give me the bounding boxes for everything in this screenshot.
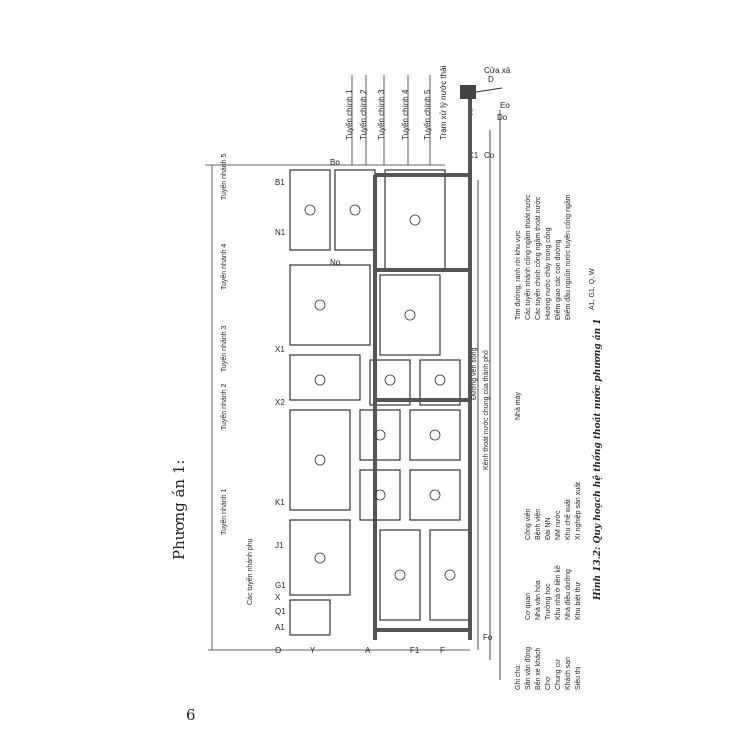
symbol-3: Các tuyến chính cống ngầm thoát nước xyxy=(533,196,542,320)
main-5-label: Tuyến chính 5 xyxy=(423,89,432,140)
branch-4-label: Tuyến nhánh 4 xyxy=(219,243,228,290)
grid-X: X xyxy=(275,593,281,602)
grid-A1: A1 xyxy=(275,623,285,632)
canal-label: Kênh thoát nước chung của thành phố xyxy=(481,350,490,470)
legend-2-6: Khu biệt thự xyxy=(575,582,582,620)
legend-3-4: NM nước xyxy=(555,510,562,540)
grid-Eo: Eo xyxy=(500,101,510,110)
legend-3-3: Đài NN xyxy=(545,517,552,540)
legend-1-5: Khách sạn xyxy=(565,657,572,690)
grid-Bo: Bo xyxy=(330,158,340,167)
grid-No: No xyxy=(330,258,341,267)
symbol-6: Điểm đầu nguồn nước tuyến cống ngầm xyxy=(563,194,572,320)
legend-3-1: Công viên xyxy=(525,508,532,540)
treatment-plant-label: Trạm xử lý nước thải xyxy=(439,65,448,140)
legend-1-2: Bến xe khách xyxy=(533,647,542,690)
legend-2-3: Trường học xyxy=(545,583,552,620)
legend-2-4: Khu nhà ở liền kề xyxy=(553,565,562,620)
grid-X2: X2 xyxy=(275,398,285,407)
dimension-lines xyxy=(205,164,470,651)
block-numbers xyxy=(304,204,456,581)
figure-caption: Hình 13.2: Quy hoạch hệ thống thoát nước… xyxy=(591,318,603,601)
legend-title: Ghi chú: xyxy=(515,664,522,690)
legend: Ghi chú: Sân vận động Bến xe khách Chợ C… xyxy=(515,482,582,690)
symbol-codes: A1, G1, Q, W xyxy=(589,268,596,310)
legend-1-6: Siêu thị xyxy=(575,666,582,690)
legend-2-1: Cơ quan xyxy=(525,593,532,620)
outfall-label: Cửa xả xyxy=(484,66,511,75)
grid-X1: X1 xyxy=(275,345,285,354)
secondary-labels: Tuyến nhánh 5 Tuyến nhánh 4 Tuyến nhánh … xyxy=(219,153,254,605)
branch-1-label: Tuyến nhánh 1 xyxy=(219,488,228,535)
grid-Co: Co xyxy=(484,151,495,160)
river-road-label: Đường ven sông xyxy=(471,347,478,400)
river-labels: Kênh thoát nước chung của thành phố Đườn… xyxy=(471,347,522,470)
grid-F: F xyxy=(440,646,445,655)
legend-2-5: Nhà điều dưỡng xyxy=(563,569,572,620)
grid-N1: N1 xyxy=(275,228,286,237)
branch-3-label: Tuyến nhánh 3 xyxy=(219,325,228,372)
legend-3-6: Xí nghiệp sản xuất xyxy=(573,482,582,540)
grid-B1: B1 xyxy=(275,178,285,187)
main-4-label: Tuyến chính 4 xyxy=(401,89,410,140)
city-blocks xyxy=(289,169,471,636)
factory-label: Nhà máy xyxy=(515,391,522,420)
legend-3-2: Bệnh viện xyxy=(535,509,542,540)
grid-Q1: Q1 xyxy=(275,607,286,616)
grid-A: A xyxy=(365,646,371,655)
main-collectors xyxy=(373,95,472,640)
grid-C1: C1 xyxy=(468,151,479,160)
grid-J1: J1 xyxy=(275,541,284,550)
grid-Y: Y xyxy=(310,646,316,655)
legend-1-4: Chung cư xyxy=(555,659,562,690)
grid-O: O xyxy=(275,646,281,655)
main-3-label: Tuyến chính 3 xyxy=(377,89,386,140)
grid-labels: O A1 Q1 X G1 J1 K1 X2 X1 N1 B1 Bo No Y A… xyxy=(275,75,510,655)
grid-G1: G1 xyxy=(275,581,286,590)
main-line-labels: Tuyến chính 1 Tuyến chính 2 Tuyến chính … xyxy=(345,65,511,140)
treatment-plant xyxy=(460,85,503,99)
grid-F1: F1 xyxy=(410,646,420,655)
legend-2-2: Nhà văn hóa xyxy=(535,580,542,620)
sub-branches-label: Các tuyến nhánh phụ xyxy=(245,538,254,605)
main-1-label: Tuyến chính 1 xyxy=(345,89,354,140)
legend-1-1: Sân vận động xyxy=(525,647,532,690)
branch-5-label: Tuyến nhánh 5 xyxy=(219,153,228,200)
symbol-5: Điểm giao các con đường xyxy=(554,239,562,320)
page-number: 6 xyxy=(186,706,196,724)
symbol-1: Tim đường, ranh rời khu vực xyxy=(515,230,522,320)
legend-3-5: Khu chế xuất xyxy=(563,499,572,540)
grid-K1: K1 xyxy=(275,498,285,507)
river-canal xyxy=(477,110,501,680)
main-2-label: Tuyến chính 2 xyxy=(359,89,368,140)
symbols-key: Tim đường, ranh rời khu vực Các tuyến nh… xyxy=(515,194,572,320)
grid-Fo: Fo xyxy=(483,633,493,642)
legend-1-3: Chợ xyxy=(545,676,552,690)
main-arrows xyxy=(351,75,431,165)
symbol-2: Các tuyến nhánh cống ngầm thoát nước xyxy=(523,194,532,320)
grid-Do: Do xyxy=(497,113,508,122)
branch-2-label: Tuyến nhánh 2 xyxy=(219,383,228,430)
symbol-4: Hướng nước chảy trong cống xyxy=(543,227,552,320)
grid-D: D xyxy=(488,75,494,84)
